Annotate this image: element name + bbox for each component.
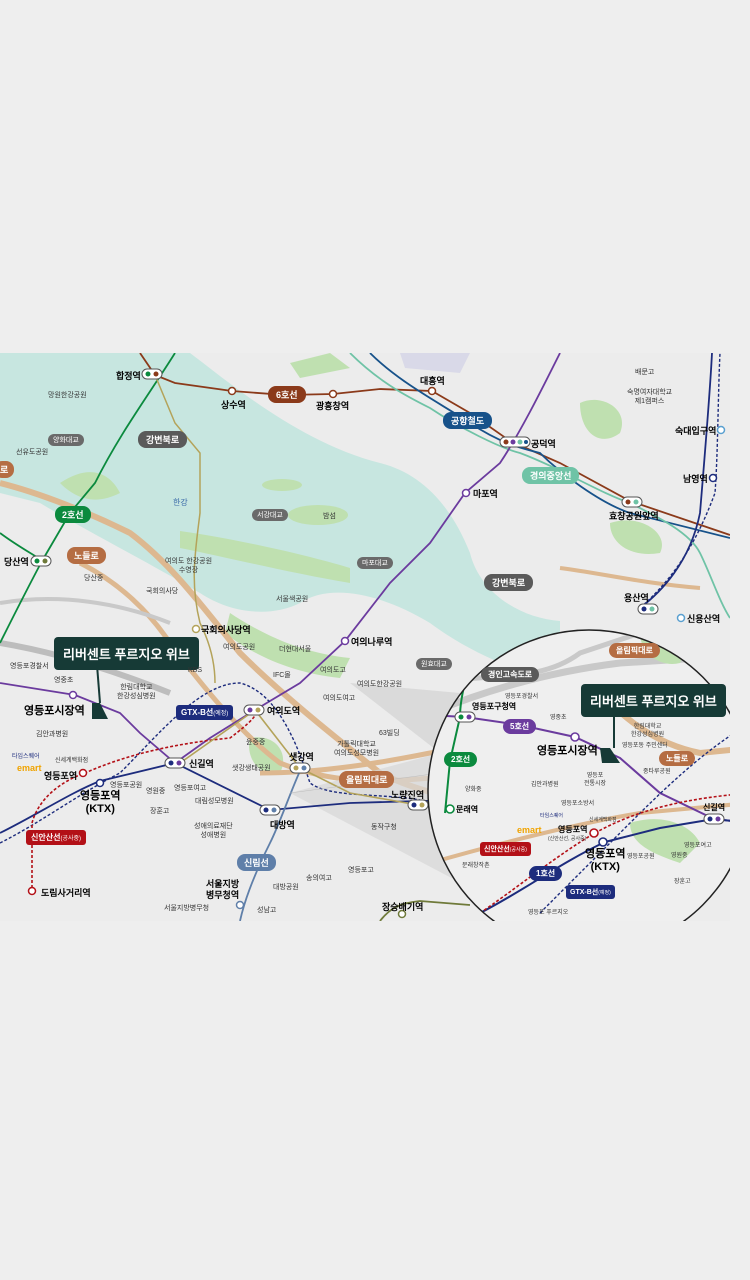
line1-upper [639, 353, 713, 609]
line5-track [0, 353, 561, 765]
station-marker-hyochang [621, 496, 643, 508]
gtx-upper [639, 353, 721, 609]
gtx-track [0, 682, 421, 844]
station-marker-hapjeong[interactable] [141, 368, 163, 380]
station-marker-gongdeok[interactable] [499, 436, 531, 448]
line7-track [379, 900, 471, 921]
sinansan-track [31, 709, 257, 893]
line6-track [139, 353, 730, 536]
line2-track [0, 353, 176, 644]
map-canvas[interactable] [0, 353, 750, 953]
sillim-track [239, 770, 301, 921]
